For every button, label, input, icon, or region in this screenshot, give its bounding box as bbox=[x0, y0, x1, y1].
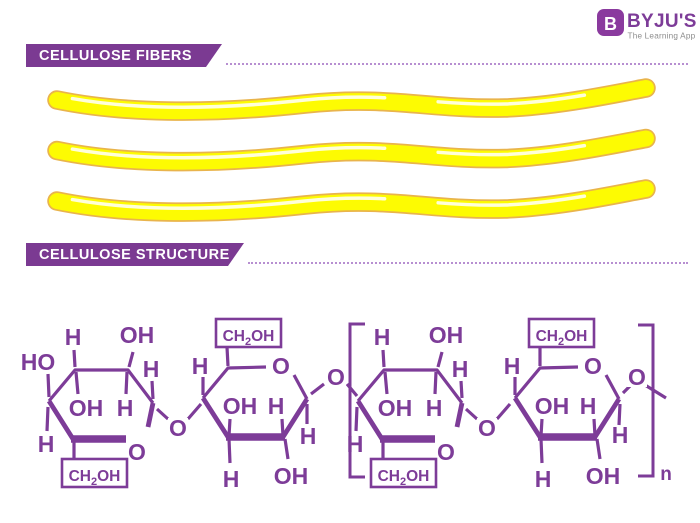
ring-1-side-edges bbox=[46, 399, 156, 441]
section-header-cellulose-fibers: CELLULOSE FIBERS bbox=[26, 44, 222, 67]
ho-label: HO bbox=[21, 349, 56, 375]
fiber-highlight bbox=[57, 82, 645, 109]
oh-label: OH bbox=[120, 322, 155, 348]
ring-oxygen-label: O bbox=[272, 353, 290, 379]
h-label: H bbox=[192, 353, 209, 379]
ring-4-back-edges bbox=[513, 365, 621, 400]
h-label: H bbox=[374, 324, 391, 350]
oh-label: OH bbox=[69, 395, 104, 421]
ch2oh-subscript: 2 bbox=[91, 476, 97, 488]
ring-3-labels: H OH OH H H H O bbox=[347, 322, 469, 465]
ring-oxygen-label: O bbox=[437, 439, 455, 465]
cellulose-fiber-3 bbox=[57, 185, 646, 212]
ch2oh-box-ring-3 bbox=[369, 457, 438, 489]
h-label: H bbox=[38, 431, 55, 457]
glycosidic-oxygen-label-3-4: O bbox=[478, 415, 496, 441]
ch2oh-main: CH bbox=[69, 468, 91, 485]
glycosidic-oxygen-label-2-3: O bbox=[327, 364, 345, 390]
ring-3-side-edges bbox=[355, 399, 465, 441]
ch2oh-tail: OH bbox=[564, 328, 587, 345]
h-label: H bbox=[612, 422, 629, 448]
byjus-logo: B BYJU'S The Learning App bbox=[596, 7, 700, 41]
ring-1-substituent-bonds bbox=[45, 349, 203, 459]
ch2oh-subscript: 2 bbox=[558, 336, 564, 348]
ch2oh-group-ring-4: CH2OH bbox=[536, 328, 588, 348]
h-label: H bbox=[143, 356, 160, 382]
h-label: H bbox=[452, 356, 469, 382]
dotted-divider-structure bbox=[248, 262, 688, 264]
oh-label: OH bbox=[274, 463, 309, 489]
ch2oh-subscript: 2 bbox=[245, 336, 251, 348]
ch2oh-tail: OH bbox=[97, 468, 120, 485]
oxygen-label-halos bbox=[127, 356, 647, 462]
ch2oh-box-ring-4 bbox=[527, 317, 596, 349]
glucose-ring-2-skeleton bbox=[200, 365, 310, 441]
logo-tagline: The Learning App bbox=[628, 32, 696, 41]
h-label: H bbox=[268, 393, 285, 419]
logo-brand-text: BYJU'S bbox=[627, 11, 697, 32]
ring-2-labels: H O OH H H H OH bbox=[192, 353, 317, 492]
byjus-logo-graphic: B BYJU'S The Learning App bbox=[597, 9, 697, 41]
ch2oh-box-ring-1 bbox=[60, 457, 129, 489]
ch2oh-group-ring-2: CH2OH bbox=[223, 328, 275, 348]
cellulose-fiber-1 bbox=[47, 78, 656, 121]
glycosidic-oxygen-label-4: O bbox=[628, 364, 646, 390]
ch2oh-main: CH bbox=[536, 328, 558, 345]
ring-oxygen-label: O bbox=[128, 439, 146, 465]
ring-2-substituent-bonds bbox=[201, 346, 359, 464]
h-label: H bbox=[223, 466, 240, 492]
ring-1-back-edges bbox=[47, 368, 155, 404]
ring-2-side-edges bbox=[200, 396, 310, 439]
h-label: H bbox=[65, 324, 82, 350]
ch2oh-group-ring-1: CH2OH bbox=[69, 468, 121, 488]
h-label: H bbox=[117, 395, 134, 421]
ring-4-substituent-bonds bbox=[513, 347, 667, 464]
ring-4-labels: H O OH H H H OH bbox=[504, 353, 629, 492]
ring-3-back-edges bbox=[356, 368, 464, 404]
cellulose-structure-diagram: H OH HO OH H H H O O H O OH H H H OH O bbox=[21, 317, 672, 492]
dotted-divider-fibers bbox=[226, 63, 688, 65]
section-title-fibers: CELLULOSE FIBERS bbox=[39, 47, 193, 64]
logo-badge-letter: B bbox=[604, 14, 617, 34]
h-label: H bbox=[580, 393, 597, 419]
repeat-n-label: n bbox=[660, 464, 672, 485]
ring-oxygen-label: O bbox=[584, 353, 602, 379]
ch2oh-main: CH bbox=[378, 468, 400, 485]
ch2oh-main: CH bbox=[223, 328, 245, 345]
ring-4-side-edges bbox=[512, 396, 622, 439]
polymer-bracket-close bbox=[638, 323, 655, 478]
oh-label: OH bbox=[429, 322, 464, 348]
ring-3-substituent-bonds bbox=[354, 349, 512, 459]
fiber-body bbox=[49, 80, 654, 120]
glycosidic-oxygen-label-1-2: O bbox=[169, 415, 187, 441]
logo-badge bbox=[597, 9, 624, 36]
glucose-ring-3-skeleton bbox=[355, 368, 465, 443]
oh-label: OH bbox=[586, 463, 621, 489]
h-label: H bbox=[300, 423, 317, 449]
oh-label: OH bbox=[535, 393, 570, 419]
glucose-ring-1-skeleton bbox=[46, 368, 156, 443]
ch2oh-subscript: 2 bbox=[400, 476, 406, 488]
h-label: H bbox=[426, 395, 443, 421]
ch2oh-tail: OH bbox=[251, 328, 274, 345]
glucose-ring-4-skeleton bbox=[512, 365, 622, 441]
h-label: H bbox=[347, 431, 364, 457]
ring-2-back-edges bbox=[201, 365, 309, 400]
ring-1-labels: H OH HO OH H H H O bbox=[21, 322, 160, 465]
cellulose-fiber-2 bbox=[57, 135, 646, 162]
oh-label: OH bbox=[223, 393, 258, 419]
ch2oh-box-ring-2 bbox=[214, 317, 283, 349]
polymer-bracket-open bbox=[348, 322, 365, 479]
h-label: H bbox=[504, 353, 521, 379]
section-header-cellulose-structure: CELLULOSE STRUCTURE bbox=[26, 243, 244, 266]
h-label: H bbox=[535, 466, 552, 492]
ch2oh-tail: OH bbox=[406, 468, 429, 485]
oh-label: OH bbox=[378, 395, 413, 421]
ch2oh-group-ring-3: CH2OH bbox=[378, 468, 430, 488]
section-title-structure: CELLULOSE STRUCTURE bbox=[39, 246, 230, 263]
